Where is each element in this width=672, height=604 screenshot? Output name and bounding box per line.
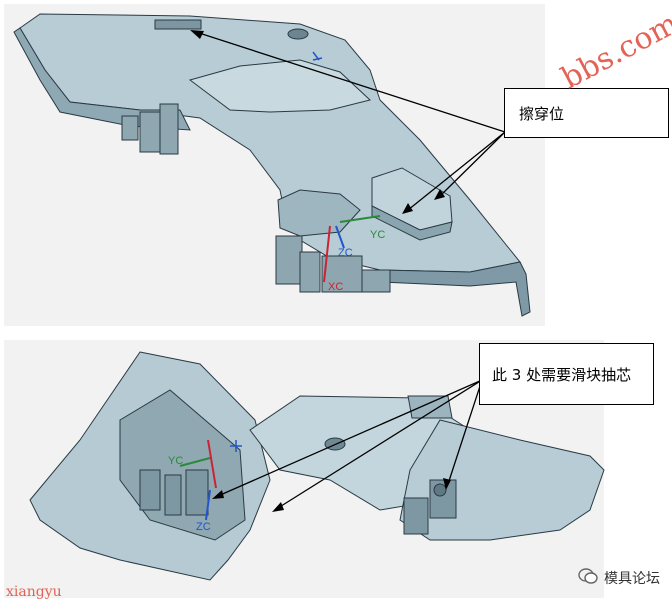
watermark-corner: xiangyu bbox=[6, 584, 62, 600]
bottom-part-right-clips bbox=[403, 479, 457, 535]
top-part-block-side bbox=[371, 205, 453, 241]
top-part-bottom-clips bbox=[275, 235, 391, 293]
bottom-callout-arrowheads bbox=[212, 478, 451, 512]
top-callout-box: 擦穿位 bbox=[504, 88, 669, 138]
bottom-part bbox=[29, 351, 605, 581]
top-part-left-flange bbox=[13, 27, 191, 131]
wechat-icon bbox=[578, 568, 598, 588]
top-callout-leaders bbox=[195, 31, 506, 211]
bottom-part-top-boss bbox=[407, 395, 453, 419]
top-part bbox=[13, 13, 531, 317]
top-callout-arrowheads bbox=[190, 30, 445, 214]
top-part-slot bbox=[154, 19, 202, 30]
top-part-ridge bbox=[188, 59, 372, 113]
forum-logo: 模具论坛 bbox=[578, 568, 660, 588]
bottom-yc-label: YC bbox=[168, 455, 183, 467]
top-part-left-clips bbox=[121, 103, 179, 155]
bottom-callout-leaders bbox=[217, 379, 483, 509]
bottom-callout-box: 此 3 处需要滑块抽芯 bbox=[479, 343, 654, 405]
top-zc-label: ZC bbox=[338, 247, 353, 259]
top-callout-label: 擦穿位 bbox=[519, 104, 565, 123]
top-xc-label: XC bbox=[328, 281, 343, 293]
bottom-zc-label: ZC bbox=[196, 521, 211, 533]
bottom-axes bbox=[179, 439, 242, 521]
top-part-right-lip bbox=[379, 261, 531, 317]
forum-name: 模具论坛 bbox=[604, 571, 660, 587]
top-part-hole bbox=[287, 28, 309, 40]
top-axes bbox=[312, 51, 381, 283]
bottom-part-left-clips bbox=[139, 469, 209, 516]
top-yc-label: YC bbox=[370, 229, 385, 241]
bottom-callout-label: 此 3 处需要滑块抽芯 bbox=[492, 365, 632, 384]
